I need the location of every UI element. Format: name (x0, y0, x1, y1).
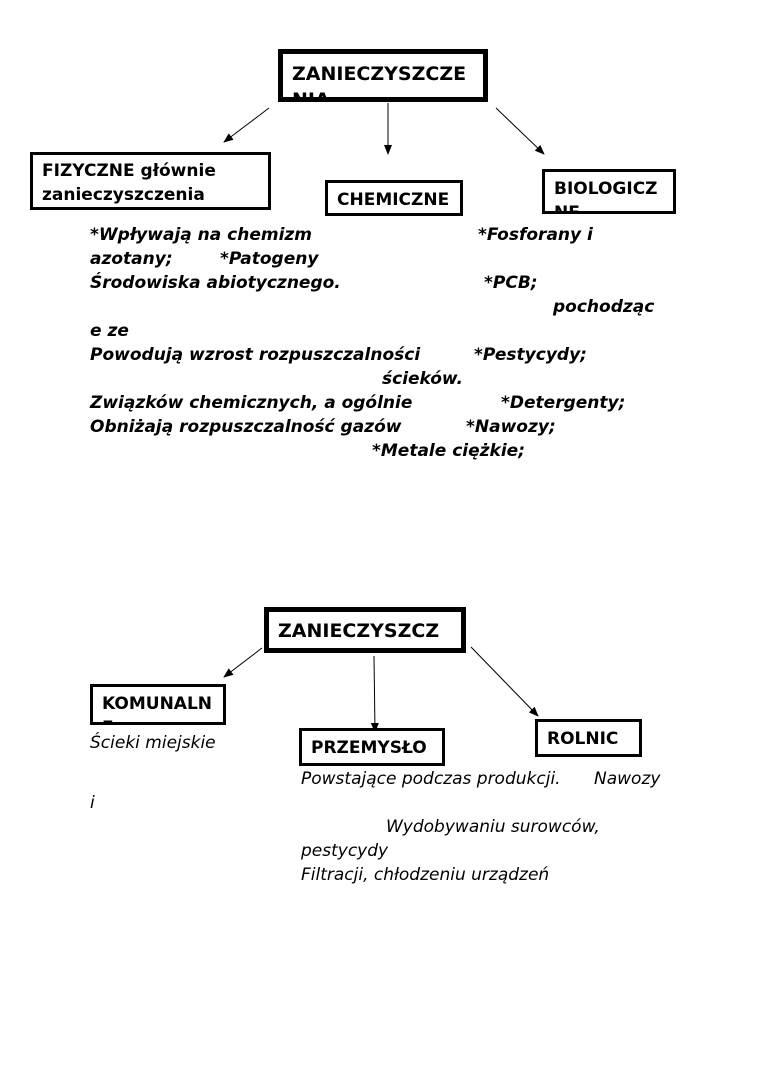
text-line: e ze (90, 321, 129, 341)
text-line: Wydobywaniu surowców, (386, 817, 600, 837)
text-line: Związków chemicznych, a ogólnie (90, 393, 413, 413)
text-line: Obniżają rozpuszczalność gazów (90, 417, 402, 437)
text-line: pochodząc (553, 297, 655, 317)
text-line: *Fosforany i (478, 225, 593, 245)
arrow (495, 107, 545, 155)
text-line: *Detergenty; (501, 393, 626, 413)
text-line: Powodują wzrost rozpuszczalności (90, 345, 421, 365)
text-line: *Pestycydy; (474, 345, 587, 365)
arrow (223, 107, 270, 143)
text-line: *PCB; (484, 273, 538, 293)
text-line: pestycydy (301, 841, 389, 861)
text-line: *Wpływają na chemizm (90, 225, 313, 245)
box-industrial: PRZEMYSŁOWE (299, 728, 445, 766)
text-line: *Nawozy; (466, 417, 556, 437)
text-line: Nawozy (594, 769, 661, 789)
arrow (223, 647, 263, 678)
box-physical: FIZYCZNE głównie zanieczyszczenia (30, 152, 271, 210)
text-line: *Patogeny (220, 249, 319, 269)
box-chemical: CHEMICZNE (325, 180, 463, 216)
text-line: azotany; (90, 249, 173, 269)
text-line: Środowiska abiotycznego. (90, 273, 341, 293)
arrow (470, 646, 539, 717)
root-box: ZANIECZYSZCZENIA (278, 49, 488, 102)
text-line: ścieków. (382, 369, 464, 389)
box-biological: BIOLOGICZNE (542, 169, 676, 214)
root-box-2: ZANIECZYSZCZENIA (264, 607, 466, 653)
text-line: Ścieki miejskie (90, 733, 216, 753)
text-line: Filtracji, chłodzeniu urządzeń (301, 865, 550, 885)
box-municipal: KOMUNALNE (90, 684, 226, 725)
text-line: Powstające podczas produkcji. (301, 769, 561, 789)
text-line: i (90, 793, 95, 813)
box-agricultural: ROLNICZE (535, 719, 642, 757)
arrow (370, 655, 379, 733)
text-line: *Metale ciężkie; (372, 441, 525, 461)
